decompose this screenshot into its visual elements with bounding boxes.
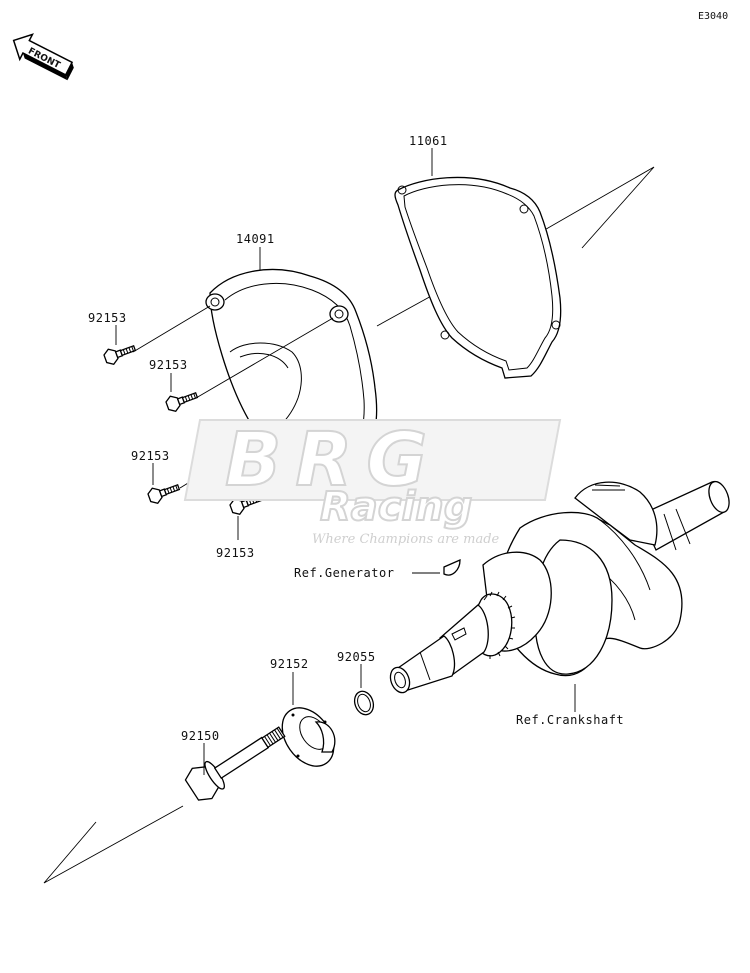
watermark-tagline: Where Champions are made bbox=[312, 532, 500, 547]
reference-label-generator: Ref.Generator bbox=[294, 566, 394, 580]
watermark-logo: BRG Racing Where Champions are made bbox=[183, 416, 562, 547]
washer-92152 bbox=[281, 707, 336, 767]
part-number-label: 92153 bbox=[88, 311, 127, 325]
gasket-11061 bbox=[394, 176, 562, 379]
woodruff-key bbox=[443, 559, 461, 576]
part-number-label: 92153 bbox=[149, 358, 188, 372]
label-leader-line bbox=[115, 148, 576, 775]
part-number-label: 92153 bbox=[131, 449, 170, 463]
screw-leader-line bbox=[132, 305, 363, 494]
watermark-logo-text: BRG bbox=[225, 417, 441, 503]
crankshaft bbox=[389, 481, 730, 694]
screw-92153 bbox=[165, 391, 199, 412]
part-number-label: 92150 bbox=[181, 729, 220, 743]
assembly-axis-line bbox=[43, 805, 184, 884]
watermark-word: Racing bbox=[320, 484, 472, 530]
screw-92153 bbox=[103, 344, 137, 365]
bolt-92150 bbox=[184, 726, 286, 801]
screw-92153 bbox=[147, 483, 181, 504]
part-number-label: 92055 bbox=[337, 650, 376, 664]
reference-label-crankshaft: Ref.Crankshaft bbox=[516, 713, 624, 727]
o-ring-92055 bbox=[353, 690, 375, 716]
front-arrow-icon: FRONT bbox=[12, 33, 74, 81]
part-number-label: 11061 bbox=[409, 134, 448, 148]
part-number-label: 14091 bbox=[236, 232, 275, 246]
part-number-label: 92153 bbox=[216, 546, 255, 560]
part-number-label: 92152 bbox=[270, 657, 309, 671]
diagram-code: E3040 bbox=[698, 11, 728, 22]
